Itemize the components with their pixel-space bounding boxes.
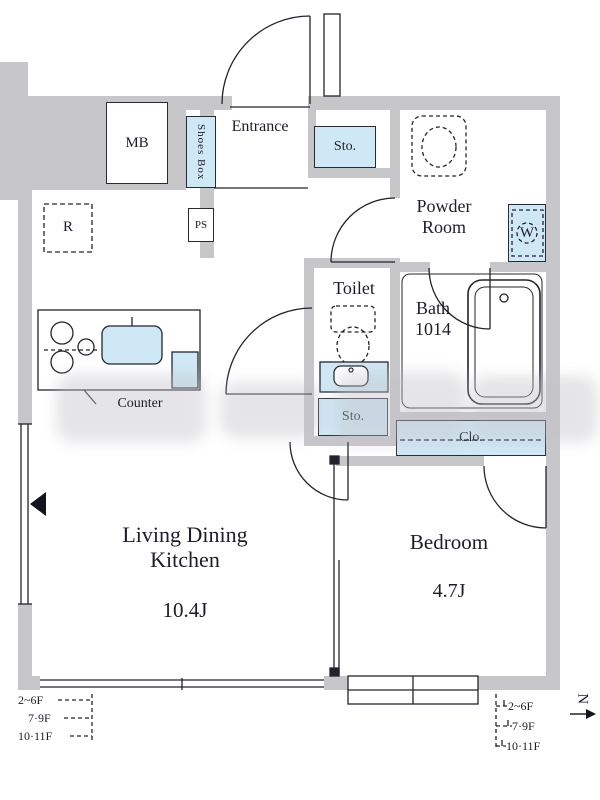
floors-right-1: 2~6F <box>508 699 534 713</box>
washer-label: W <box>519 224 535 241</box>
bedroom-door-icon <box>483 465 547 529</box>
wall-powder-bath-2 <box>490 262 546 272</box>
wall-below-sto-lower <box>304 436 404 446</box>
floors-right-2: 7·9F <box>512 719 535 733</box>
bath-door-icon <box>428 267 491 330</box>
bath-label: Bath 1014 <box>398 298 468 339</box>
powder-room-label: Powder Room <box>398 196 490 237</box>
closet: Clo. <box>396 420 546 456</box>
wall-bedroom-top <box>336 456 484 466</box>
wall-entrance-sto <box>308 110 316 172</box>
entrance-label: Entrance <box>231 118 289 135</box>
powder-room-door-icon <box>330 197 396 263</box>
toilet-icon <box>330 305 376 366</box>
balcony-lines-left <box>58 694 93 740</box>
north-icon <box>570 709 596 719</box>
wall-bath-closet <box>396 412 546 420</box>
pipe-space: PS <box>188 208 214 242</box>
storage-upper-label: Sto. <box>333 139 357 154</box>
section-marker-icon <box>30 492 46 516</box>
storage-lower-label: Sto. <box>341 409 365 424</box>
bathtub-icon <box>401 273 543 409</box>
wall-toilet-left <box>304 258 314 446</box>
wall-right <box>546 96 560 690</box>
bedroom-label: Bedroom <box>409 530 489 554</box>
wall-left-upper <box>18 190 32 424</box>
wall-bath-left <box>390 258 400 446</box>
wall-below-sto <box>308 168 396 178</box>
balcony-callout-brackets-right <box>501 700 509 746</box>
washer-space: W <box>508 204 546 262</box>
wall-stub-outline <box>323 13 341 97</box>
floors-left-1: 2~6F <box>18 693 44 707</box>
toilet-label: Toilet <box>333 278 375 298</box>
shoes-box: Shoes Box <box>186 116 216 188</box>
floors-right-3: 10·11F <box>506 739 541 753</box>
wall-toilet-top <box>304 258 396 268</box>
ldk-line2: Kitchen <box>150 547 220 573</box>
north-label: N <box>574 693 591 705</box>
storage-upper: Sto. <box>314 126 376 168</box>
sliding-door-icon <box>329 455 340 677</box>
window-left-icon <box>18 423 32 605</box>
fridge-label: R <box>62 219 73 236</box>
watermark <box>336 372 466 444</box>
vanity-icon <box>411 115 467 177</box>
fridge-space-icon <box>43 203 93 253</box>
pipe-space-label: PS <box>194 219 208 231</box>
bath-line2: 1014 <box>415 318 451 339</box>
entrance-door-icon <box>221 15 311 108</box>
balcony-lines-right <box>495 694 512 750</box>
wall-top-1 <box>186 96 232 110</box>
floors-left-3: 10·11F <box>18 729 53 743</box>
toilet-sink-icon <box>319 361 389 393</box>
ldk-size-label: 10.4J <box>162 598 208 622</box>
wall-top-3 <box>330 96 560 110</box>
ldk-label: Living Dining Kitchen <box>80 522 290 573</box>
bath-line1: Bath <box>416 298 450 318</box>
wall-bottom-2 <box>324 676 348 690</box>
powder-room-line2: Room <box>421 216 466 237</box>
bedroom-size-label: 4.7J <box>432 580 466 602</box>
watermark <box>56 374 206 442</box>
counter-label: Counter <box>117 396 163 411</box>
meter-box: MB <box>106 102 168 184</box>
wall-bottom-1 <box>18 676 40 690</box>
closet-label: Clo. <box>459 430 483 445</box>
ldk-line1: Living Dining <box>122 522 248 547</box>
meter-box-label: MB <box>125 134 149 151</box>
wall-left-lower <box>18 604 32 690</box>
powder-room-line1: Powder <box>416 196 472 216</box>
watermark <box>470 376 598 442</box>
wall-bottom-3 <box>478 676 560 690</box>
wall-exterior-topleft <box>0 62 28 200</box>
storage-lower: Sto. <box>318 398 388 436</box>
toilet-door-icon <box>225 307 313 395</box>
floors-left-2: 7·9F <box>28 711 51 725</box>
wall-top-2 <box>308 96 330 110</box>
wall-powder-bath-1 <box>396 262 430 272</box>
window-bottom-ldk-icon <box>40 678 324 690</box>
living-door-icon <box>289 441 349 501</box>
kitchen-counter-icon <box>37 309 201 405</box>
shoes-box-label: Shoes Box <box>195 123 207 181</box>
window-bottom-bedroom-icon <box>347 675 479 705</box>
washer-icon <box>511 209 544 257</box>
wall-powder-left <box>390 110 400 198</box>
watermark <box>220 382 320 438</box>
